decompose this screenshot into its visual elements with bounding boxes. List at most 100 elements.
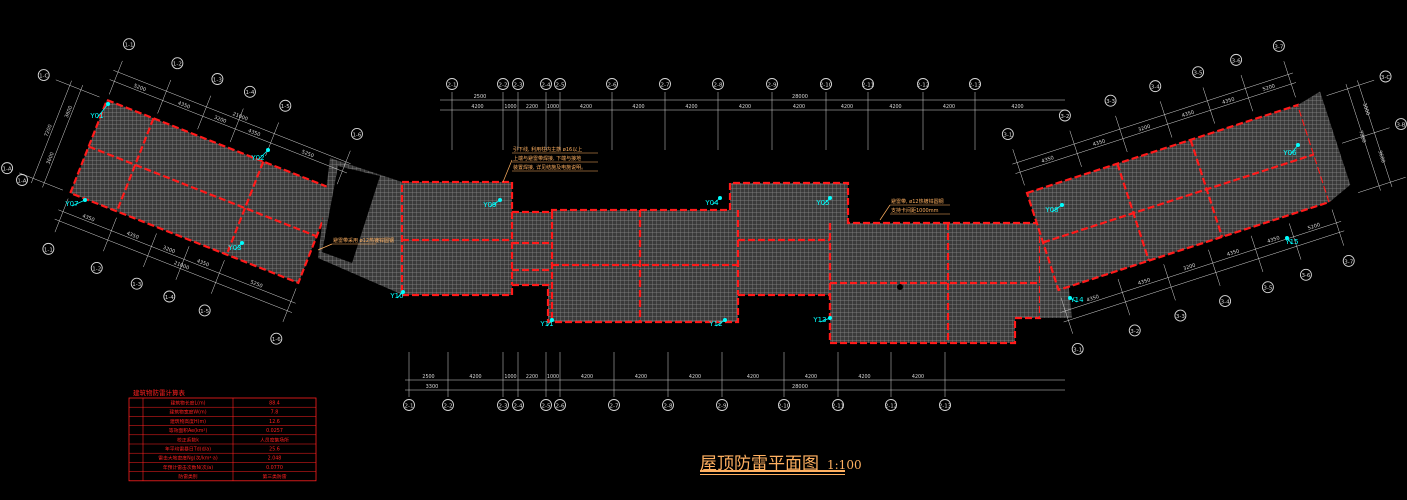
left-dim-top-2: 3200 xyxy=(213,115,227,125)
center-axis-bottom-1-label: 2-2 xyxy=(444,403,453,409)
down-conductor-point-Y01 xyxy=(106,102,110,106)
left-axis-bottom-1-bubble xyxy=(90,261,103,274)
down-conductor-tag-Y13: Y13 xyxy=(812,316,826,324)
down-conductor-point-Y13 xyxy=(828,316,832,320)
center-axis-bottom-7-label: 2-8 xyxy=(664,403,673,409)
left-axis-top-2-bubble xyxy=(211,73,224,85)
right-dim-top-line-0 xyxy=(1012,72,1293,165)
center-axis-top-10-label: 2-11 xyxy=(862,82,874,88)
down-conductor-tag-Y05: Y05 xyxy=(815,199,829,207)
right-dim-top-2: 3200 xyxy=(1137,124,1151,134)
left-axis-bottom-5-bubble xyxy=(270,332,283,345)
left-dim-top-0: 5200 xyxy=(133,83,147,93)
title-underline xyxy=(700,470,845,472)
down-conductor-tag-Y14: Y14 xyxy=(1069,296,1084,304)
down-conductor-tag-Y03: Y03 xyxy=(227,244,241,252)
center-dim-top-r2-5: 4200 xyxy=(632,104,644,110)
calc-table-label-3: 等效面积Ae(km²) xyxy=(169,427,208,434)
center-axis-top-5-bubble xyxy=(606,78,618,90)
left-axis-top-1-bubble xyxy=(171,57,184,70)
center-dim-bottom-r1-11: 4200 xyxy=(912,374,924,380)
down-conductor-leader-Y06 xyxy=(1289,144,1299,156)
right-axis-top-5-bubble xyxy=(1230,53,1243,66)
right-dim-top-5: 5200 xyxy=(1262,83,1276,93)
center-dim-bottom-r1-3: 2200 xyxy=(526,374,538,380)
down-conductor-point-Y02 xyxy=(266,148,270,152)
left-axis-bottom-2-bubble xyxy=(130,277,143,290)
right-axis-side-0-label: 3-C xyxy=(1381,75,1390,81)
center-dim-bottom-r1-9: 4200 xyxy=(805,374,817,380)
right-axis-bottom-3-bubble xyxy=(1219,295,1232,308)
left-axis-side-1-bubble xyxy=(1,162,14,175)
center-dim-top-r2-7: 4200 xyxy=(739,104,751,110)
down-conductor-point-Y09 xyxy=(498,198,502,202)
right-dim-side-total: 7200 xyxy=(1357,130,1367,144)
left-link-opening xyxy=(322,166,380,263)
center-axis-top-10-bubble xyxy=(862,78,874,90)
left-axis-bottom-line-5 xyxy=(282,288,297,323)
center-dim-top-r2-6: 4200 xyxy=(685,104,697,110)
down-conductor-tag-Y10: Y10 xyxy=(389,292,403,300)
calc-table-value-5: 25.6 xyxy=(269,447,280,453)
right-axis-side-0-bubble xyxy=(1379,70,1392,83)
center-roof-hatch xyxy=(402,182,1040,343)
down-conductor-leader-Y08 xyxy=(1051,204,1063,213)
center-axis-bottom-12-label: 2-13 xyxy=(939,403,952,409)
note-center-line-2: 装置焊接, 详见结施及电施说明。 xyxy=(513,164,586,171)
center-axis-top-11-bubble xyxy=(917,78,929,90)
left-axis-top-0-label: 1-1 xyxy=(124,43,133,49)
left-dim-side-0: 3600 xyxy=(64,105,74,119)
left-axis-bottom-5-label: 1-6 xyxy=(272,337,281,343)
center-axis-top-3-label: 2-4 xyxy=(542,82,551,88)
down-conductor-point-Y05 xyxy=(828,196,832,200)
right-axis-side-line-1 xyxy=(1341,127,1390,144)
calc-table-frame xyxy=(128,397,317,482)
right-axis-bottom-line-3 xyxy=(1208,249,1221,286)
center-axis-top-7-label: 2-8 xyxy=(714,82,723,88)
center-axis-bottom-0-label: 2-1 xyxy=(405,403,414,409)
right-axis-top-6-bubble xyxy=(1272,40,1285,52)
left-axis-bottom-line-0 xyxy=(54,198,69,233)
center-axis-top-12-bubble xyxy=(969,78,981,90)
center-axis-top-9-bubble xyxy=(820,78,832,90)
center-axis-top-6-bubble xyxy=(659,78,671,90)
center-axis-top-4-label: 2-5 xyxy=(556,82,565,88)
right-axis-bottom-4-bubble xyxy=(1261,281,1274,294)
right-axis-bottom-5-bubble xyxy=(1299,268,1312,281)
center-axis-top-6-label: 2-7 xyxy=(661,82,670,88)
calc-table-label-7: 年预计雷击次数N(次/a) xyxy=(163,464,213,471)
right-axis-bottom-2-label: 3-3 xyxy=(1176,314,1185,320)
center-axis-bottom-12-bubble xyxy=(939,399,951,411)
left-axis-top-line-5 xyxy=(336,150,351,185)
center-axis-bottom-2-label: 2-3 xyxy=(499,403,508,409)
left-axis-side-line-1 xyxy=(19,172,63,191)
right-axis-bottom-line-6 xyxy=(1331,209,1345,246)
right-dim-top-1: 4350 xyxy=(1092,138,1106,148)
right-wing-mesh-conductor-2 xyxy=(1042,153,1315,244)
left-dim-bottom-line-0 xyxy=(58,209,296,304)
calc-table-label-0: 建筑物长度L(m) xyxy=(170,400,205,407)
left-wing-mesh-conductor-2 xyxy=(88,145,318,238)
right-axis-top-1-label: 3-2 xyxy=(1060,114,1069,120)
center-axis-bottom-5-label: 2-6 xyxy=(556,403,565,409)
right-axis-bottom-line-1 xyxy=(1117,278,1131,316)
center-axis-bottom-11-label: 2-12 xyxy=(885,403,897,409)
left-axis-top-3-label: 1-4 xyxy=(245,90,254,96)
left-dim-bottom-2: 3200 xyxy=(162,245,176,255)
left-dim-side-1: 3600 xyxy=(46,151,56,165)
center-axis-top-2-label: 2-3 xyxy=(514,82,523,88)
right-end-roof-hatch xyxy=(1298,91,1351,202)
right-dim-bottom-4: 4350 xyxy=(1267,235,1281,245)
left-axis-top-line-0 xyxy=(108,60,123,95)
down-conductor-tag-Y01: Y01 xyxy=(89,112,103,120)
calc-table-value-7: 0.0770 xyxy=(266,465,283,471)
down-conductor-point-Y07 xyxy=(83,198,87,202)
left-dim-bottom-total: 21000 xyxy=(173,260,190,271)
center-axis-bottom-7-bubble xyxy=(662,399,674,411)
left-axis-bottom-4-bubble xyxy=(198,304,211,317)
center-axis-top-0-bubble xyxy=(446,78,458,90)
center-dim-bottom-r1-4: 1000 xyxy=(547,374,559,380)
down-conductor-leader-Y01 xyxy=(96,103,109,119)
down-conductor-tag-Y04: Y04 xyxy=(704,199,719,207)
note-center-leader xyxy=(502,159,513,183)
